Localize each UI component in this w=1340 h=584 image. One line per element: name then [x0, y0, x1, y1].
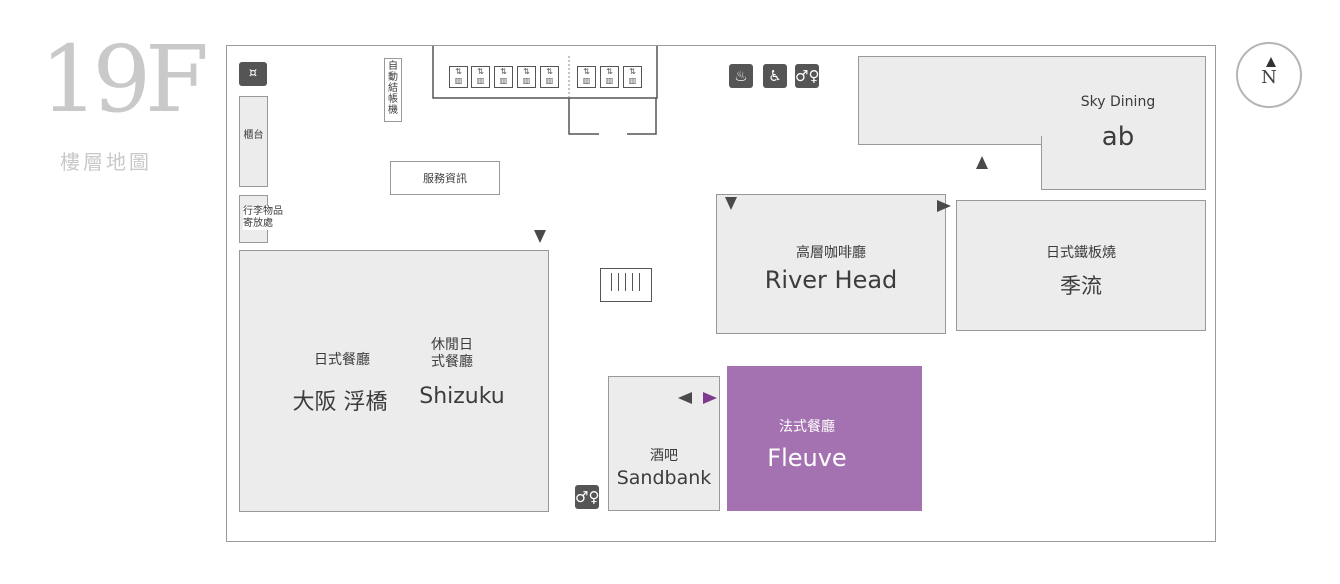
- luggage-storage-label: 行李物品寄放處: [243, 206, 287, 230]
- elevator-icon: ⇅▥: [600, 66, 619, 88]
- kiryu[interactable]: [956, 200, 1206, 331]
- elevator-icon: ⇅▥: [517, 66, 536, 88]
- counter-label: 櫃台: [243, 130, 264, 141]
- kiryu-category: 日式鐵板燒: [1046, 245, 1116, 261]
- floor-number: 19F: [40, 26, 209, 133]
- shizuku-name: Shizuku: [419, 384, 505, 409]
- river-head[interactable]: [716, 194, 946, 334]
- entrance-arrow-icon: [937, 200, 951, 212]
- information-desk-label: 服務資訊: [423, 172, 467, 185]
- sky-dining-ab-lower: [1041, 136, 1206, 190]
- compass: N: [1236, 42, 1302, 108]
- elevator-icon: ⇅▥: [494, 66, 513, 88]
- osaka-name: 大阪 浮橋: [292, 390, 388, 415]
- entrance-arrow-icon: [976, 156, 988, 169]
- compass-north-label: N: [1261, 67, 1277, 88]
- entrance-arrow-icon: [534, 230, 546, 243]
- river-head-category: 高層咖啡廳: [796, 245, 866, 261]
- north-arrow-icon: [1266, 57, 1276, 67]
- osaka-shizuku-hall[interactable]: [239, 250, 549, 512]
- osaka-category: 日式餐廳: [314, 352, 370, 368]
- elevator-icon: ⇅▥: [540, 66, 559, 88]
- sandbank-category: 酒吧: [650, 448, 678, 464]
- elevator-icon: ⇅▥: [623, 66, 642, 88]
- elevator-icon: ⇅▥: [577, 66, 596, 88]
- self-checkout-kiosk[interactable]: [384, 58, 402, 122]
- elevator-icon: ⇅▥: [449, 66, 468, 88]
- fleuve-name: Fleuve: [767, 444, 847, 472]
- fleuve-fill: [727, 366, 922, 511]
- kiryu-name: 季流: [1060, 274, 1102, 298]
- entrance-arrow-icon: [703, 392, 717, 404]
- floor-map-title: 樓層地圖: [60, 150, 152, 174]
- smoking-area-icon: ♨: [729, 64, 753, 88]
- shizuku-category: 休閒日式餐廳: [431, 337, 473, 370]
- self-checkout-kiosk-label: 自動結帳機: [388, 61, 398, 116]
- elevator-icon: ⇅▥: [471, 66, 490, 88]
- sky-dining-category: Sky Dining: [1080, 94, 1156, 110]
- atm-icon: ¤: [239, 62, 267, 86]
- sky-dining-name: ab: [1101, 122, 1135, 152]
- floor-map: ¤ 櫃台 行李物品寄放處 自動結帳機 ⇅▥ ⇅▥ ⇅▥ ⇅▥ ⇅▥ ⇅▥ ⇅▥ …: [226, 45, 1216, 542]
- information-desk[interactable]: [390, 161, 500, 195]
- river-head-name: River Head: [764, 266, 898, 294]
- counter[interactable]: [239, 96, 268, 187]
- fleuve[interactable]: [727, 366, 922, 511]
- map-walls: [432, 46, 658, 135]
- entrance-arrow-icon: [725, 197, 737, 210]
- sky-dining-ab[interactable]: [858, 56, 1206, 145]
- sandbank-bar[interactable]: [608, 376, 720, 511]
- sandbank-name: Sandbank: [616, 467, 712, 489]
- staircase-icon: [600, 268, 652, 302]
- wheelchair-icon: ♿: [763, 64, 787, 88]
- restroom-icon: ♂♀: [575, 485, 599, 509]
- fleuve-category: 法式餐廳: [779, 419, 835, 435]
- entrance-arrow-icon: [678, 392, 692, 404]
- restroom-icon: ♂♀: [795, 64, 819, 88]
